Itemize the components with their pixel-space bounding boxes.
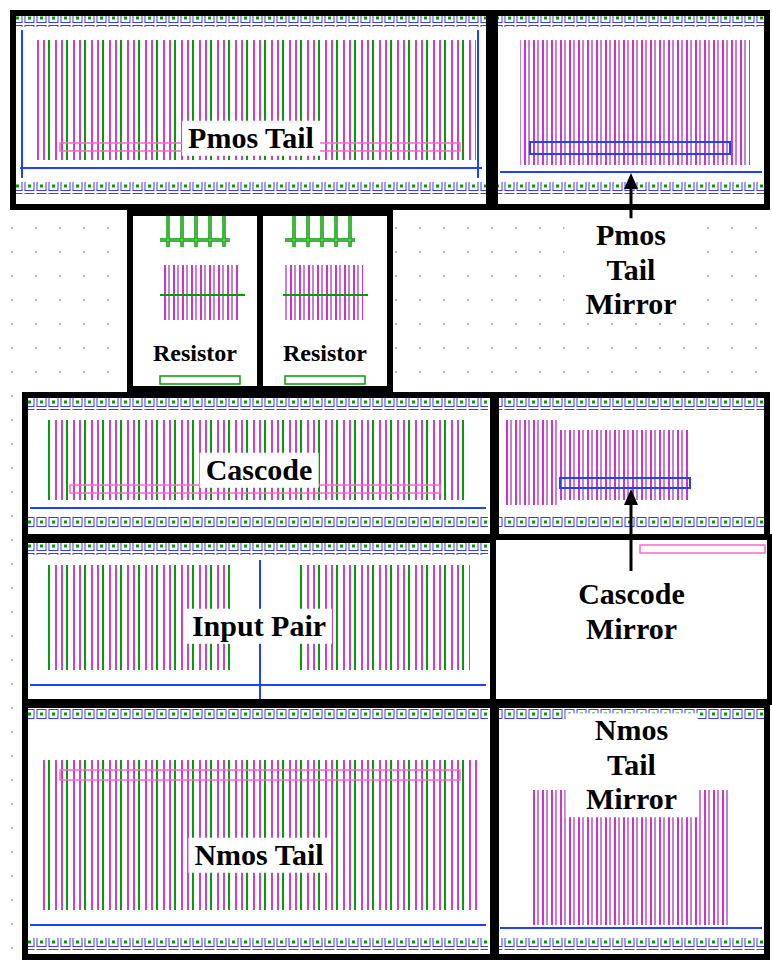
block-label: Nmos Tail bbox=[188, 838, 329, 873]
arrow-head bbox=[624, 173, 638, 189]
block-label: Pmos Tail bbox=[182, 121, 320, 156]
label-group: Nmos Tail bbox=[188, 838, 329, 873]
label-group: Pmos Tail bbox=[182, 121, 320, 156]
label-group: Cascode bbox=[200, 453, 319, 488]
block-label: Cascode bbox=[200, 453, 319, 488]
arrow-head bbox=[624, 489, 638, 505]
label-group: Resistor bbox=[277, 340, 373, 368]
block-label: Resistor bbox=[277, 340, 373, 368]
block-label: Resistor bbox=[147, 340, 243, 368]
block-label: Pmos Tail Mirror bbox=[565, 218, 698, 322]
layout-block: Pmos Tail bbox=[10, 10, 492, 210]
layout-block: Resistor bbox=[257, 210, 393, 392]
block-label: Input Pair bbox=[186, 609, 332, 644]
layout-block: Cascode Mirror bbox=[493, 392, 770, 540]
label-group: Resistor bbox=[147, 340, 243, 368]
layout-block: Nmos Tail Mirror bbox=[493, 702, 770, 960]
block-label: Cascode Mirror bbox=[565, 577, 698, 646]
label-group: Input Pair bbox=[186, 609, 332, 644]
layout-block: Cascode bbox=[22, 392, 496, 540]
layout-block: Resistor bbox=[127, 210, 263, 392]
block-label: Nmos Tail Mirror bbox=[565, 713, 698, 817]
layout-block: Input Pair bbox=[22, 537, 496, 705]
label-group: Nmos Tail Mirror bbox=[565, 713, 698, 817]
label-group: Cascode Mirror bbox=[565, 577, 698, 646]
layout-block: Pmos Tail Mirror bbox=[492, 10, 770, 210]
layout-block: Nmos Tail bbox=[22, 702, 496, 960]
label-group: Pmos Tail Mirror bbox=[565, 218, 698, 322]
